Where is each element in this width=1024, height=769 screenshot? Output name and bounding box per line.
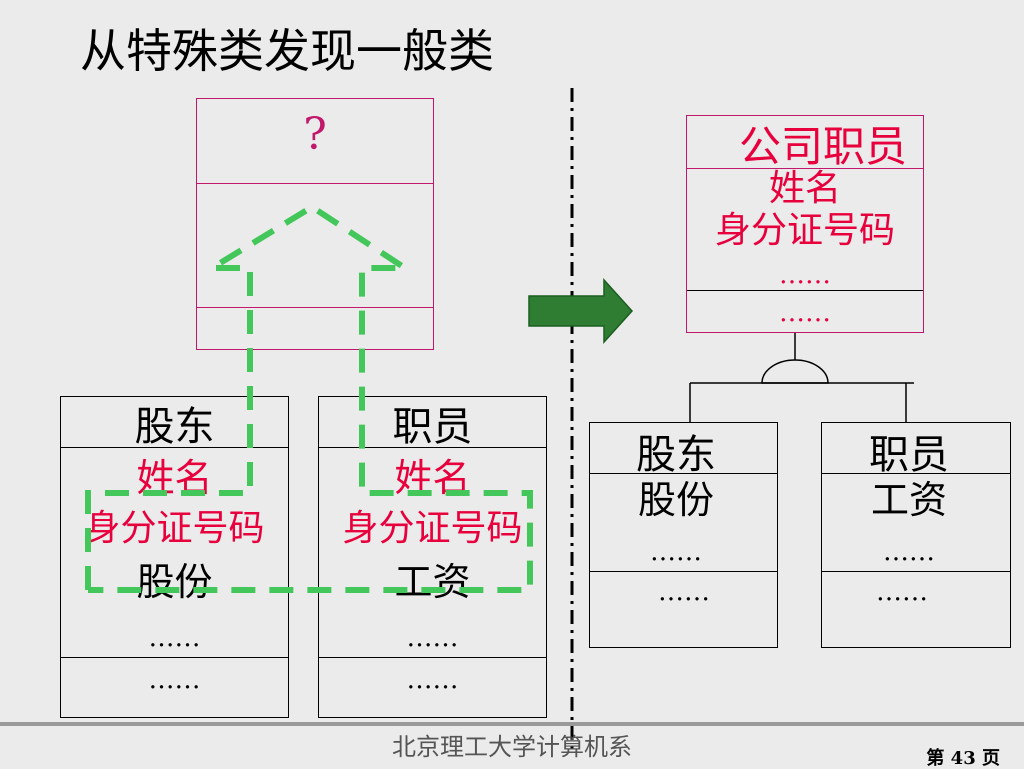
attr-divider xyxy=(61,657,288,658)
right-employee-attr-salary: 工资 xyxy=(870,478,947,522)
left-general-class-box: ? xyxy=(196,98,434,350)
general-attr-name: 姓名 xyxy=(768,168,841,209)
shareholder-attr-id: 身分证号码 xyxy=(84,508,265,549)
left-shareholder-class-box: 股东 姓名 身分证号码 股份 …… …… xyxy=(60,396,289,718)
right-general-class-box: 公司职员 姓名 身分证号码 …… …… xyxy=(686,115,924,333)
unknown-class-name: ? xyxy=(303,109,327,160)
shareholder-name: 股东 xyxy=(134,404,215,450)
attr-divider xyxy=(822,571,1010,572)
name-divider xyxy=(822,473,1010,474)
transform-arrow-icon xyxy=(528,278,634,344)
right-employee-attr-more: …… xyxy=(883,537,935,567)
shareholder-attr-more: …… xyxy=(148,623,201,653)
general-attr-id: 身分证号码 xyxy=(714,210,895,251)
name-divider xyxy=(319,447,546,448)
right-shareholder-attr-more: …… xyxy=(650,537,702,567)
footer-divider xyxy=(0,722,1024,726)
page-title: 从特殊类发现一般类 xyxy=(80,24,494,78)
page-number: 第 43 页 xyxy=(926,748,1000,769)
right-shareholder-name: 股东 xyxy=(636,432,716,478)
right-shareholder-class-box: 股东 股份 …… …… xyxy=(589,422,778,648)
right-shareholder-attr-shares: 股份 xyxy=(637,478,714,522)
right-employee-operations: …… xyxy=(876,577,928,607)
employee-operations: …… xyxy=(406,665,459,695)
right-employee-class-box: 职员 工资 …… …… xyxy=(821,422,1011,648)
name-divider xyxy=(687,168,923,169)
employee-attr-id: 身分证号码 xyxy=(342,508,523,549)
name-divider xyxy=(61,447,288,448)
employee-attr-more: …… xyxy=(406,623,459,653)
attr-divider xyxy=(197,307,433,308)
generalization-symbol xyxy=(761,359,829,384)
right-employee-name: 职员 xyxy=(869,432,949,478)
employee-name: 职员 xyxy=(392,404,473,450)
shareholder-operations: …… xyxy=(148,665,201,695)
employee-attr-salary: 工资 xyxy=(394,560,471,604)
general-attr-more: …… xyxy=(779,260,831,290)
right-shareholder-operations: …… xyxy=(658,577,710,607)
dashed-extraction-arrow xyxy=(85,203,533,593)
attr-divider xyxy=(319,657,546,658)
name-divider xyxy=(197,183,433,184)
name-divider xyxy=(590,473,777,474)
general-class-name: 公司职员 xyxy=(738,122,907,171)
attr-divider xyxy=(590,571,777,572)
shareholder-attr-shares: 股份 xyxy=(136,560,213,604)
attr-divider xyxy=(687,290,923,291)
left-employee-class-box: 职员 姓名 身分证号码 工资 …… …… xyxy=(318,396,547,718)
general-operations: …… xyxy=(779,298,831,328)
footer-institution: 北京理工大学计算机系 xyxy=(392,733,632,761)
